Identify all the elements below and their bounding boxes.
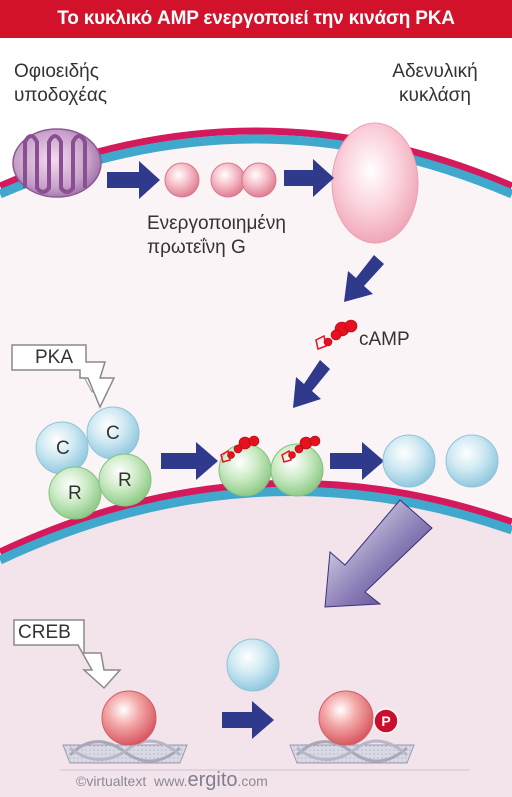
released-c-subunit bbox=[445, 434, 499, 488]
site-suffix: .com bbox=[237, 773, 268, 789]
released-c-subunit bbox=[382, 434, 436, 488]
arrow-into-nucleus bbox=[324, 499, 433, 608]
arrow-receptor-to-gprotein bbox=[107, 161, 160, 199]
dna-right bbox=[289, 739, 415, 764]
r-subunit-label: R bbox=[118, 470, 132, 491]
site-brand: ergito bbox=[187, 769, 238, 791]
adenylate-cyclase bbox=[331, 122, 419, 244]
creb-protein bbox=[101, 690, 157, 746]
arrow-camp-to-pka bbox=[293, 360, 330, 408]
camp-molecule bbox=[315, 319, 358, 351]
r-subunit-left bbox=[48, 466, 102, 520]
site-prefix: www. bbox=[154, 773, 188, 789]
diagram-title: Το κυκλικό AMP ενεργοποιεί την κινάση PK… bbox=[57, 8, 455, 29]
c-subunit-label: C bbox=[106, 423, 120, 444]
dna-left bbox=[62, 739, 188, 764]
phosphate-badge bbox=[373, 708, 399, 734]
r-subunits-with-camp bbox=[218, 435, 324, 497]
cyclase-label: Αδενυλική κυκλάση bbox=[392, 61, 478, 106]
g-protein-label: Ενεργοποιημένη πρωτεΐνη G bbox=[147, 213, 286, 258]
c-subunit-label: C bbox=[56, 438, 70, 459]
r-subunit-right bbox=[98, 453, 152, 507]
g-protein-subunits bbox=[164, 162, 277, 198]
arrow-c-release bbox=[330, 442, 384, 480]
phosphate-label: P bbox=[381, 713, 391, 729]
serpentine-receptor bbox=[12, 128, 102, 198]
pka-label: PKA bbox=[35, 347, 74, 368]
footer-credit: ©virtualtext www.ergito.com bbox=[76, 769, 268, 792]
arrow-pka-activation bbox=[161, 442, 218, 480]
receptor-label: Οφιοειδής υποδοχέας bbox=[14, 61, 108, 106]
creb-label: CREB bbox=[18, 622, 71, 643]
creb-callout bbox=[13, 619, 122, 690]
arrow-gprotein-to-cyclase bbox=[284, 159, 334, 197]
pathway-illustration bbox=[0, 122, 512, 797]
arrow-cyclase-to-camp bbox=[344, 255, 384, 302]
pka-callout bbox=[11, 344, 116, 409]
nuclear-c-subunit bbox=[226, 638, 280, 692]
flow-arrows bbox=[107, 159, 384, 739]
creb-phosphorylated bbox=[318, 690, 374, 746]
copyright-text: ©virtualtext bbox=[76, 773, 147, 789]
title-bar bbox=[0, 0, 512, 38]
arrow-creb-phosphorylation bbox=[222, 701, 274, 739]
r-subunit-label: R bbox=[68, 483, 82, 504]
pka-holoenzyme bbox=[35, 406, 152, 520]
camp-label: cAMP bbox=[359, 329, 410, 350]
